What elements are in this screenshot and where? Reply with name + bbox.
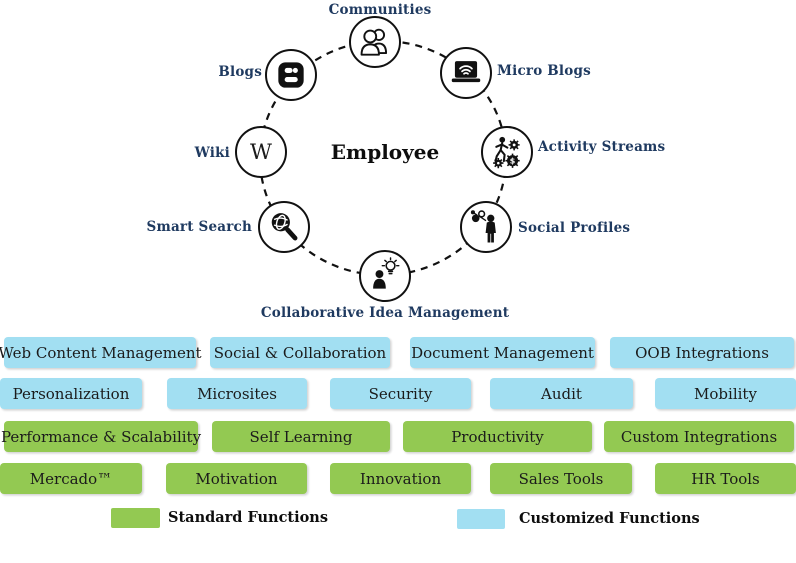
blogs-node	[265, 49, 317, 101]
social-profiles-node	[460, 201, 512, 253]
wiki-node: W	[235, 126, 287, 178]
smart-search-node	[258, 201, 310, 253]
feature-box-motivation: Motivation	[166, 463, 307, 494]
feature-box-microsites: Microsites	[167, 378, 307, 409]
feature-box-sales-tools: Sales Tools	[490, 463, 632, 494]
communities-node	[349, 16, 401, 68]
employee-center-label: Employee	[330, 140, 440, 164]
communities-icon	[360, 28, 388, 56]
social-profiles-label: Social Profiles	[518, 220, 631, 236]
communities-label: Communities	[328, 2, 432, 18]
feature-box-mercado: Mercado™	[0, 463, 142, 494]
standard-functions-swatch	[111, 508, 160, 528]
feature-box-security: Security	[330, 378, 471, 409]
feature-box-self-learning: Self Learning	[212, 421, 390, 452]
feature-box-custom-integrations: Custom Integrations	[604, 421, 794, 452]
standard-functions-label: Standard Functions	[168, 509, 329, 526]
feature-box-social-collaboration: Social & Collaboration	[210, 337, 390, 368]
activity-streams-label: Activity Streams	[538, 139, 666, 155]
activity-streams-node: $	[481, 126, 533, 178]
blogs-label: Blogs	[218, 64, 262, 80]
customized-functions-swatch	[457, 509, 505, 529]
feature-box-productivity: Productivity	[403, 421, 592, 452]
smart-search-label: Smart Search	[146, 219, 252, 235]
wikipedia-w-icon: W	[250, 140, 272, 165]
person-gears-icon: $	[493, 136, 520, 169]
feature-box-oob-integrations: OOB Integrations	[610, 337, 794, 368]
idea-management-node	[359, 250, 411, 302]
feature-box-document-management: Document Management	[410, 337, 595, 368]
micro-blogs-label: Micro Blogs	[497, 63, 591, 79]
feature-box-hr-tools: HR Tools	[655, 463, 796, 494]
feature-box-personalization: Personalization	[0, 378, 142, 409]
feature-box-innovation: Innovation	[330, 463, 471, 494]
svg-text:$: $	[510, 157, 516, 166]
magnifier-globe-icon	[271, 213, 298, 241]
feature-box-audit: Audit	[490, 378, 633, 409]
blogger-icon	[278, 62, 304, 88]
feature-box-mobility: Mobility	[655, 378, 796, 409]
feature-box-performance-scalability: Performance & Scalability	[1, 421, 201, 452]
svg-text:W: W	[250, 140, 272, 165]
feature-box-web-content-management: Web Content Management	[0, 337, 202, 368]
collaborative-idea-management-label: Collaborative Idea Management	[260, 305, 510, 321]
person-network-icon	[470, 210, 496, 243]
micro-blogs-node	[440, 47, 492, 99]
laptop-wifi-icon	[451, 61, 481, 83]
customized-functions-label: Customized Functions	[519, 510, 700, 527]
wiki-label: Wiki	[194, 145, 230, 161]
person-lightbulb-icon	[373, 257, 400, 289]
